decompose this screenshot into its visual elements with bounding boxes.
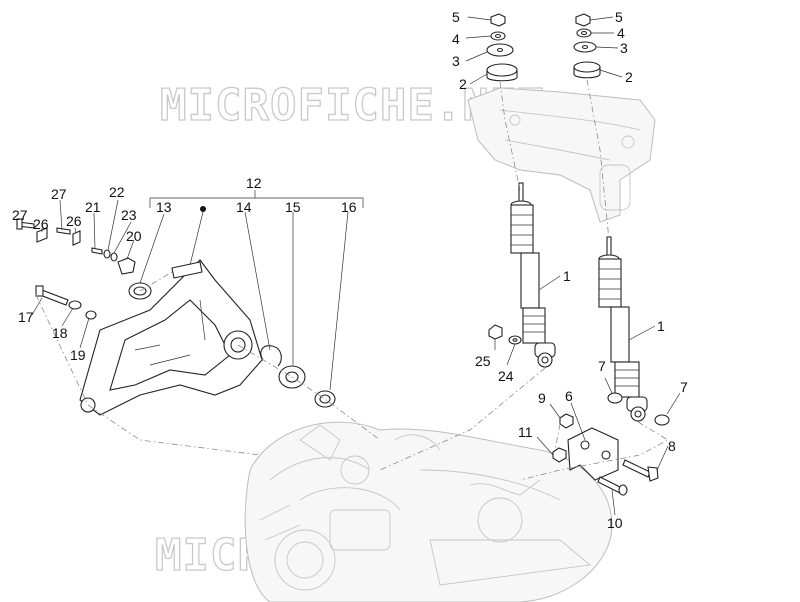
bolt-10	[597, 476, 628, 496]
group-bracket-12	[149, 190, 364, 212]
rear-frame	[467, 87, 656, 223]
shock-top-mount-left	[486, 13, 518, 82]
washer-23	[110, 252, 118, 262]
callout-21: 21	[85, 199, 101, 215]
circlip-14	[260, 345, 282, 367]
callout-2-right: 2	[625, 69, 633, 85]
callout-3-right: 3	[620, 40, 628, 56]
callout-5-left: 5	[452, 9, 460, 25]
washer-7-right	[654, 414, 670, 426]
assembly-lines	[35, 79, 669, 481]
callout-24: 24	[498, 368, 514, 384]
clip-26-right	[72, 230, 81, 246]
callout-22: 22	[109, 184, 125, 200]
callout-8: 8	[668, 438, 676, 454]
callout-15: 15	[285, 199, 301, 215]
callout-numbers: 5 4 3 2 5 4 3 2 1 1 25 24 7 7 9 6 11 8 1…	[12, 9, 688, 531]
swing-arm	[79, 259, 263, 416]
callout-23: 23	[121, 207, 137, 223]
callout-20: 20	[126, 228, 142, 244]
callout-26-right: 26	[66, 213, 82, 229]
shock-top-mount-right	[573, 13, 601, 79]
nut-25	[488, 324, 503, 340]
callout-26-left: 26	[33, 216, 49, 232]
callout-1-left: 1	[563, 268, 571, 284]
callout-9: 9	[538, 390, 546, 406]
callout-25: 25	[475, 353, 491, 369]
callout-14: 14	[236, 199, 252, 215]
callout-17: 17	[18, 309, 34, 325]
washer-24	[508, 335, 522, 345]
callout-4-left: 4	[452, 31, 460, 47]
bracket-6	[567, 427, 619, 481]
washer-18	[68, 300, 82, 310]
callout-2-left: 2	[459, 76, 467, 92]
screw-21	[91, 247, 103, 255]
bolt-8	[622, 459, 659, 482]
bolt-17	[35, 285, 69, 306]
callout-13: 13	[156, 199, 172, 215]
leader-lines	[21, 16, 681, 516]
shock-absorber-right	[598, 236, 648, 422]
callout-7-left: 7	[598, 358, 606, 374]
washer-7-left	[607, 392, 623, 404]
callout-11: 11	[518, 424, 533, 440]
nut-9	[559, 413, 574, 429]
callout-3-left: 3	[452, 53, 460, 69]
callout-18: 18	[52, 325, 68, 341]
nut-11	[552, 447, 567, 463]
bearing-15	[278, 365, 306, 389]
group-label-12: 12	[246, 175, 262, 191]
callout-19: 19	[70, 347, 86, 363]
callout-7-right: 7	[680, 379, 688, 395]
callout-1-right: 1	[657, 318, 665, 334]
washer-22	[103, 249, 111, 259]
engine-assembly	[244, 421, 613, 602]
sensor-20	[117, 257, 136, 275]
callout-10: 10	[607, 515, 623, 531]
reference-dot	[200, 206, 206, 212]
callout-5-right: 5	[615, 9, 623, 25]
callout-4-right: 4	[617, 25, 625, 41]
callout-27-left: 27	[12, 207, 28, 223]
callout-27-right: 27	[51, 186, 67, 202]
bolt-27-right	[56, 227, 71, 235]
shock-absorber-left	[510, 182, 556, 368]
callout-16: 16	[341, 199, 357, 215]
clip-26-left	[36, 227, 48, 243]
washer-19	[85, 310, 97, 320]
callout-6: 6	[565, 388, 573, 404]
